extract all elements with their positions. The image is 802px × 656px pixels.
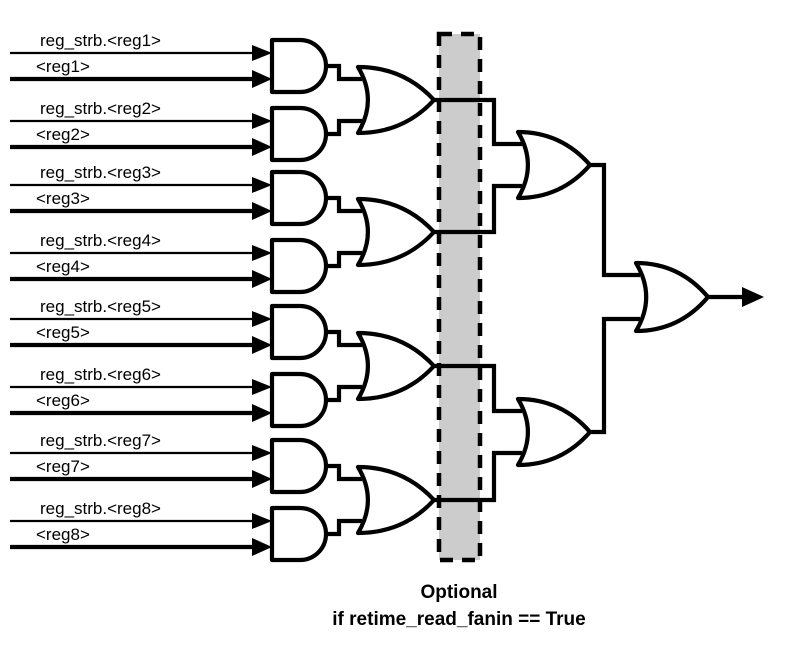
input-label-group: reg_strb.<reg1> <reg1> reg_strb.<reg2> <reg… (36, 31, 161, 544)
or-level2-gate-group (515, 129, 593, 468)
wire-and6-to-or-l1-3 (326, 384, 362, 403)
label-data-2: <reg2> (36, 125, 90, 144)
and-gate-2 (269, 105, 329, 163)
or-level1-gate-group (355, 64, 437, 536)
and-gate-1 (269, 37, 329, 95)
label-strobe-6: reg_strb.<reg6> (40, 365, 161, 384)
label-strobe-1: reg_strb.<reg1> (40, 31, 161, 50)
arrow-strobe-6 (252, 379, 272, 395)
or-gate-l2-1 (515, 129, 593, 201)
arrow-strobe-4 (252, 245, 272, 261)
label-strobe-4: reg_strb.<reg4> (40, 231, 161, 250)
or-gate-l1-1 (355, 64, 437, 136)
or1-to-or2-wire-group (434, 97, 522, 503)
label-strobe-2: reg_strb.<reg2> (40, 99, 161, 118)
input-wire-group (10, 45, 272, 556)
label-data-3: <reg3> (36, 189, 90, 208)
wire-and3-to-or-l1-2 (326, 195, 362, 214)
label-strobe-3: reg_strb.<reg3> (40, 163, 161, 182)
label-data-8: <reg8> (36, 525, 90, 544)
label-data-4: <reg4> (36, 257, 90, 276)
and-to-or-wire-group (326, 63, 362, 537)
and-gate-group (269, 37, 329, 563)
and-gate-3 (269, 169, 329, 227)
label-strobe-5: reg_strb.<reg5> (40, 297, 161, 316)
caption-line-optional: Optional (420, 582, 497, 603)
or-gate-l3-final (633, 260, 711, 334)
arrow-strobe-3 (252, 177, 272, 193)
arrow-output (742, 287, 764, 307)
and-gate-8 (269, 505, 329, 563)
arrow-data-7 (252, 470, 272, 488)
arrow-data-1 (252, 70, 272, 88)
wire-and1-to-or-l1-1 (326, 63, 362, 82)
label-data-1: <reg1> (36, 57, 90, 76)
arrow-data-2 (252, 138, 272, 156)
label-data-6: <reg6> (36, 391, 90, 410)
arrow-strobe-2 (252, 113, 272, 129)
and-gate-6 (269, 371, 329, 429)
or2-to-or3-wire-group (590, 162, 640, 435)
wire-or-l1-2-to-or-l2-1 (434, 183, 522, 235)
and-gate-7 (269, 437, 329, 495)
wire-and5-to-or-l1-3 (326, 329, 362, 348)
optional-retiming-box (436, 31, 483, 563)
wire-and2-to-or-l1-1 (326, 118, 362, 137)
arrow-strobe-8 (252, 513, 272, 529)
wire-and8-to-or-l1-4 (326, 518, 362, 537)
output-wire-group (708, 287, 764, 307)
and-gate-5 (269, 303, 329, 361)
wire-or-l2-1-to-or-l3 (590, 162, 640, 278)
wire-or-l1-4-to-or-l2-2 (434, 450, 522, 503)
arrow-data-5 (252, 336, 272, 354)
wire-and4-to-or-l1-2 (326, 250, 362, 269)
arrow-data-8 (252, 538, 272, 556)
label-strobe-7: reg_strb.<reg7> (40, 431, 161, 450)
wire-or-l2-2-to-or-l3 (590, 316, 640, 435)
wire-and7-to-or-l1-4 (326, 463, 362, 482)
or-gate-l1-2 (355, 196, 437, 268)
arrow-data-6 (252, 404, 272, 422)
label-data-5: <reg5> (36, 323, 90, 342)
arrow-strobe-7 (252, 445, 272, 461)
arrow-data-3 (252, 202, 272, 220)
or-gate-l1-4 (355, 464, 437, 536)
arrow-data-4 (252, 270, 272, 288)
or-level3-gate-group (633, 260, 711, 334)
or-gate-l2-2 (515, 396, 593, 468)
label-strobe-8: reg_strb.<reg8> (40, 499, 161, 518)
caption-line-condition: if retime_read_fanin == True (332, 609, 585, 630)
label-data-7: <reg7> (36, 457, 90, 476)
and-gate-4 (269, 237, 329, 295)
wire-or-l1-1-to-or-l2-1 (434, 97, 522, 147)
or-gate-l1-3 (355, 330, 437, 402)
wire-or-l1-3-to-or-l2-2 (434, 363, 522, 414)
arrow-strobe-5 (252, 311, 272, 327)
arrow-strobe-1 (252, 45, 272, 61)
